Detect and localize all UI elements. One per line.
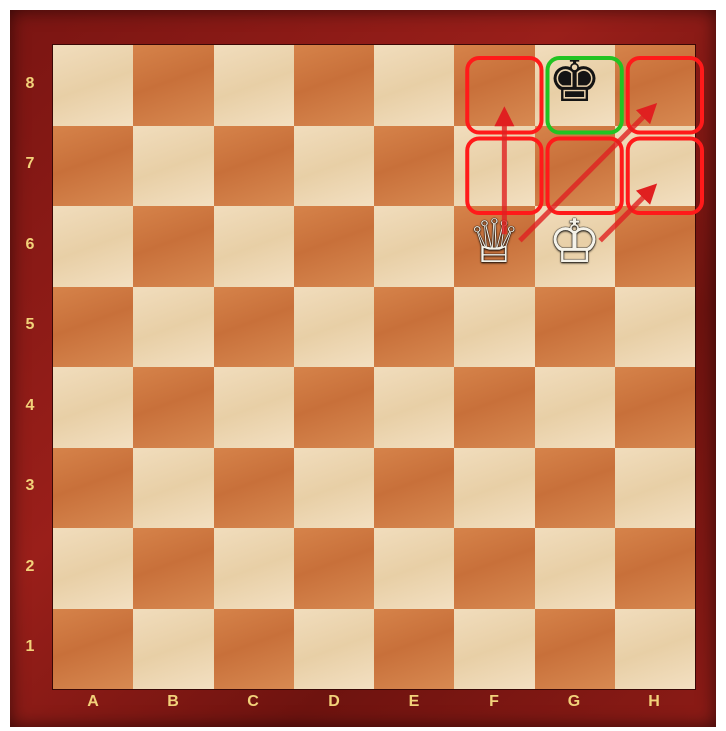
- square-d2[interactable]: [294, 528, 374, 609]
- square-e6[interactable]: [374, 206, 454, 287]
- square-d1[interactable]: [294, 609, 374, 690]
- square-d5[interactable]: [294, 287, 374, 368]
- square-f4[interactable]: [454, 367, 534, 448]
- file-label-c: C: [233, 693, 273, 711]
- square-d4[interactable]: [294, 367, 374, 448]
- rank-label-1: 1: [18, 638, 42, 656]
- square-c5[interactable]: [214, 287, 294, 368]
- file-label-f: F: [474, 693, 514, 711]
- square-e2[interactable]: [374, 528, 454, 609]
- square-c1[interactable]: [214, 609, 294, 690]
- file-label-b: B: [153, 693, 193, 711]
- square-g3[interactable]: [535, 448, 615, 529]
- square-c3[interactable]: [214, 448, 294, 529]
- square-b2[interactable]: [133, 528, 213, 609]
- square-a3[interactable]: [53, 448, 133, 529]
- square-a2[interactable]: [53, 528, 133, 609]
- square-e8[interactable]: [374, 45, 454, 126]
- rank-label-6: 6: [18, 236, 42, 254]
- file-label-h: H: [634, 693, 674, 711]
- rank-label-8: 8: [18, 75, 42, 93]
- square-f3[interactable]: [454, 448, 534, 529]
- file-label-g: G: [554, 693, 594, 711]
- square-g7[interactable]: [535, 126, 615, 207]
- square-b6[interactable]: [133, 206, 213, 287]
- square-c4[interactable]: [214, 367, 294, 448]
- square-g6[interactable]: ♔: [535, 206, 615, 287]
- square-f2[interactable]: [454, 528, 534, 609]
- square-f7[interactable]: [454, 126, 534, 207]
- square-h7[interactable]: [615, 126, 695, 207]
- square-d7[interactable]: [294, 126, 374, 207]
- square-h2[interactable]: [615, 528, 695, 609]
- square-h4[interactable]: [615, 367, 695, 448]
- file-label-d: D: [314, 693, 354, 711]
- square-b4[interactable]: [133, 367, 213, 448]
- white-queen-piece[interactable]: ♕: [454, 212, 534, 272]
- square-f6[interactable]: ♕: [454, 206, 534, 287]
- square-a7[interactable]: [53, 126, 133, 207]
- rank-label-5: 5: [18, 316, 42, 334]
- rank-label-3: 3: [18, 477, 42, 495]
- square-e3[interactable]: [374, 448, 454, 529]
- square-b1[interactable]: [133, 609, 213, 690]
- rank-label-7: 7: [18, 155, 42, 173]
- square-g4[interactable]: [535, 367, 615, 448]
- square-h8[interactable]: [615, 45, 695, 126]
- square-b5[interactable]: [133, 287, 213, 368]
- square-e5[interactable]: [374, 287, 454, 368]
- square-g8[interactable]: ♚: [535, 45, 615, 126]
- square-c7[interactable]: [214, 126, 294, 207]
- black-king-piece[interactable]: ♚: [535, 51, 615, 111]
- square-f8[interactable]: [454, 45, 534, 126]
- square-a1[interactable]: [53, 609, 133, 690]
- chessboard: ♚ ♕♔: [53, 45, 695, 689]
- square-e7[interactable]: [374, 126, 454, 207]
- file-label-a: A: [73, 693, 113, 711]
- square-f5[interactable]: [454, 287, 534, 368]
- square-b7[interactable]: [133, 126, 213, 207]
- square-c2[interactable]: [214, 528, 294, 609]
- white-king-piece[interactable]: ♔: [535, 212, 615, 272]
- square-c6[interactable]: [214, 206, 294, 287]
- square-h6[interactable]: [615, 206, 695, 287]
- square-d8[interactable]: [294, 45, 374, 126]
- square-a6[interactable]: [53, 206, 133, 287]
- square-g1[interactable]: [535, 609, 615, 690]
- square-e4[interactable]: [374, 367, 454, 448]
- square-e1[interactable]: [374, 609, 454, 690]
- square-g2[interactable]: [535, 528, 615, 609]
- square-d6[interactable]: [294, 206, 374, 287]
- rank-label-4: 4: [18, 397, 42, 415]
- rank-label-2: 2: [18, 558, 42, 576]
- square-g5[interactable]: [535, 287, 615, 368]
- square-b3[interactable]: [133, 448, 213, 529]
- square-h5[interactable]: [615, 287, 695, 368]
- square-a5[interactable]: [53, 287, 133, 368]
- file-label-e: E: [394, 693, 434, 711]
- square-f1[interactable]: [454, 609, 534, 690]
- square-b8[interactable]: [133, 45, 213, 126]
- square-h1[interactable]: [615, 609, 695, 690]
- square-d3[interactable]: [294, 448, 374, 529]
- square-a4[interactable]: [53, 367, 133, 448]
- square-a8[interactable]: [53, 45, 133, 126]
- square-c8[interactable]: [214, 45, 294, 126]
- square-h3[interactable]: [615, 448, 695, 529]
